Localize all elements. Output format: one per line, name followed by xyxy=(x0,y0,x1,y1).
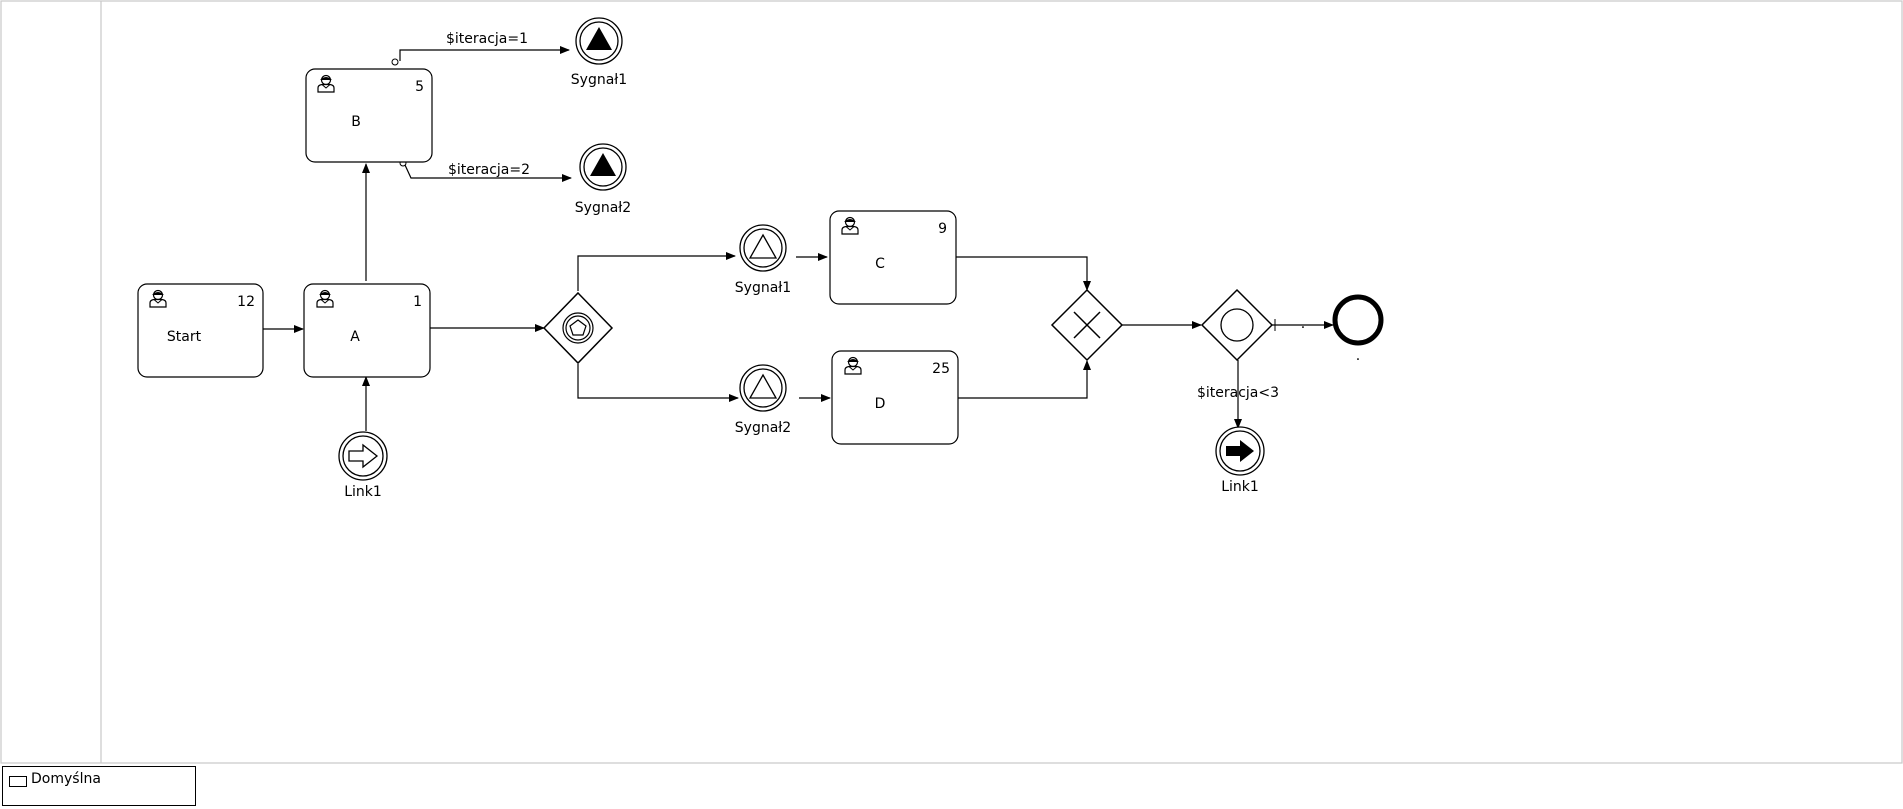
task-start-number: 12 xyxy=(237,294,255,310)
task-d-label: D xyxy=(875,396,886,412)
task-d-number: 25 xyxy=(932,361,950,377)
condition-iteracja-lt-3: $iteracja<3 xyxy=(1197,385,1279,401)
task-a[interactable]: 1 A xyxy=(303,283,431,378)
filled-triangle-icon xyxy=(590,153,616,176)
task-c-box[interactable] xyxy=(829,210,957,305)
task-start-label: Start xyxy=(167,329,202,345)
task-a-label: A xyxy=(350,329,360,345)
event-catch-signal2[interactable]: Sygnał2 xyxy=(735,364,791,436)
event-end[interactable]: . xyxy=(1332,294,1384,364)
x-icon xyxy=(1073,311,1101,339)
link-arrow-icon xyxy=(348,443,379,469)
flow-gateway-to-catch-signal2[interactable] xyxy=(577,364,739,402)
filled-arrow-icon xyxy=(1226,440,1254,462)
task-start-box[interactable] xyxy=(137,283,264,378)
sequence-flows xyxy=(263,46,1334,431)
task-b-label: B xyxy=(351,114,361,130)
task-start[interactable]: 12 Start xyxy=(137,283,264,378)
task-b[interactable]: 5 B xyxy=(305,68,433,163)
flow-gateway-to-catch-signal1[interactable] xyxy=(577,252,736,291)
task-c[interactable]: 9 C xyxy=(829,210,957,305)
event-throw-signal2[interactable]: Sygnał2 xyxy=(575,143,631,216)
task-d-box[interactable] xyxy=(831,350,959,445)
task-a-box[interactable] xyxy=(303,283,431,378)
event-throw-signal1[interactable]: Sygnał1 xyxy=(571,17,627,88)
event-link-catch-label: Link1 xyxy=(344,484,382,500)
task-a-number: 1 xyxy=(413,294,422,310)
condition-iteracja-1: $iteracja=1 xyxy=(446,31,528,47)
task-c-number: 9 xyxy=(938,221,947,237)
legend-swatch xyxy=(9,776,27,787)
flow-b-to-signal1[interactable] xyxy=(399,46,570,61)
triangle-icon xyxy=(748,233,778,259)
pentagon-icon xyxy=(569,319,587,336)
task-d[interactable]: 25 D xyxy=(831,350,959,445)
condition-iteracja-2: $iteracja=2 xyxy=(448,162,530,178)
triangle-icon xyxy=(748,373,778,399)
flow-d-to-exclusive[interactable] xyxy=(957,360,1091,399)
event-throw-signal1-label: Sygnał1 xyxy=(571,72,627,88)
condition-default-dot: . xyxy=(1301,316,1305,332)
task-b-number: 5 xyxy=(415,79,424,95)
legend: Domyślna xyxy=(2,766,196,806)
task-b-box[interactable] xyxy=(305,68,433,163)
circle-icon xyxy=(1220,308,1254,342)
task-c-label: C xyxy=(875,256,885,272)
legend-label: Domyślna xyxy=(31,771,101,787)
gateway-exclusive[interactable] xyxy=(1050,288,1124,362)
flow-c-to-exclusive[interactable] xyxy=(956,256,1091,291)
gateway-inclusive[interactable] xyxy=(1200,288,1274,362)
filled-triangle-icon xyxy=(586,27,612,50)
event-link-catch[interactable]: Link1 xyxy=(338,431,388,500)
event-end-label: . xyxy=(1356,348,1360,364)
flow-b-to-signal2[interactable] xyxy=(404,164,572,182)
gateway-event-based[interactable] xyxy=(542,291,614,365)
event-link-throw-label: Link1 xyxy=(1221,479,1259,495)
event-throw-signal2-label: Sygnał2 xyxy=(575,200,631,216)
event-catch-signal1[interactable]: Sygnał1 xyxy=(735,224,791,296)
event-catch-signal2-label: Sygnał2 xyxy=(735,420,791,436)
event-link-throw[interactable]: Link1 xyxy=(1215,426,1265,495)
event-catch-signal1-label: Sygnał1 xyxy=(735,280,791,296)
